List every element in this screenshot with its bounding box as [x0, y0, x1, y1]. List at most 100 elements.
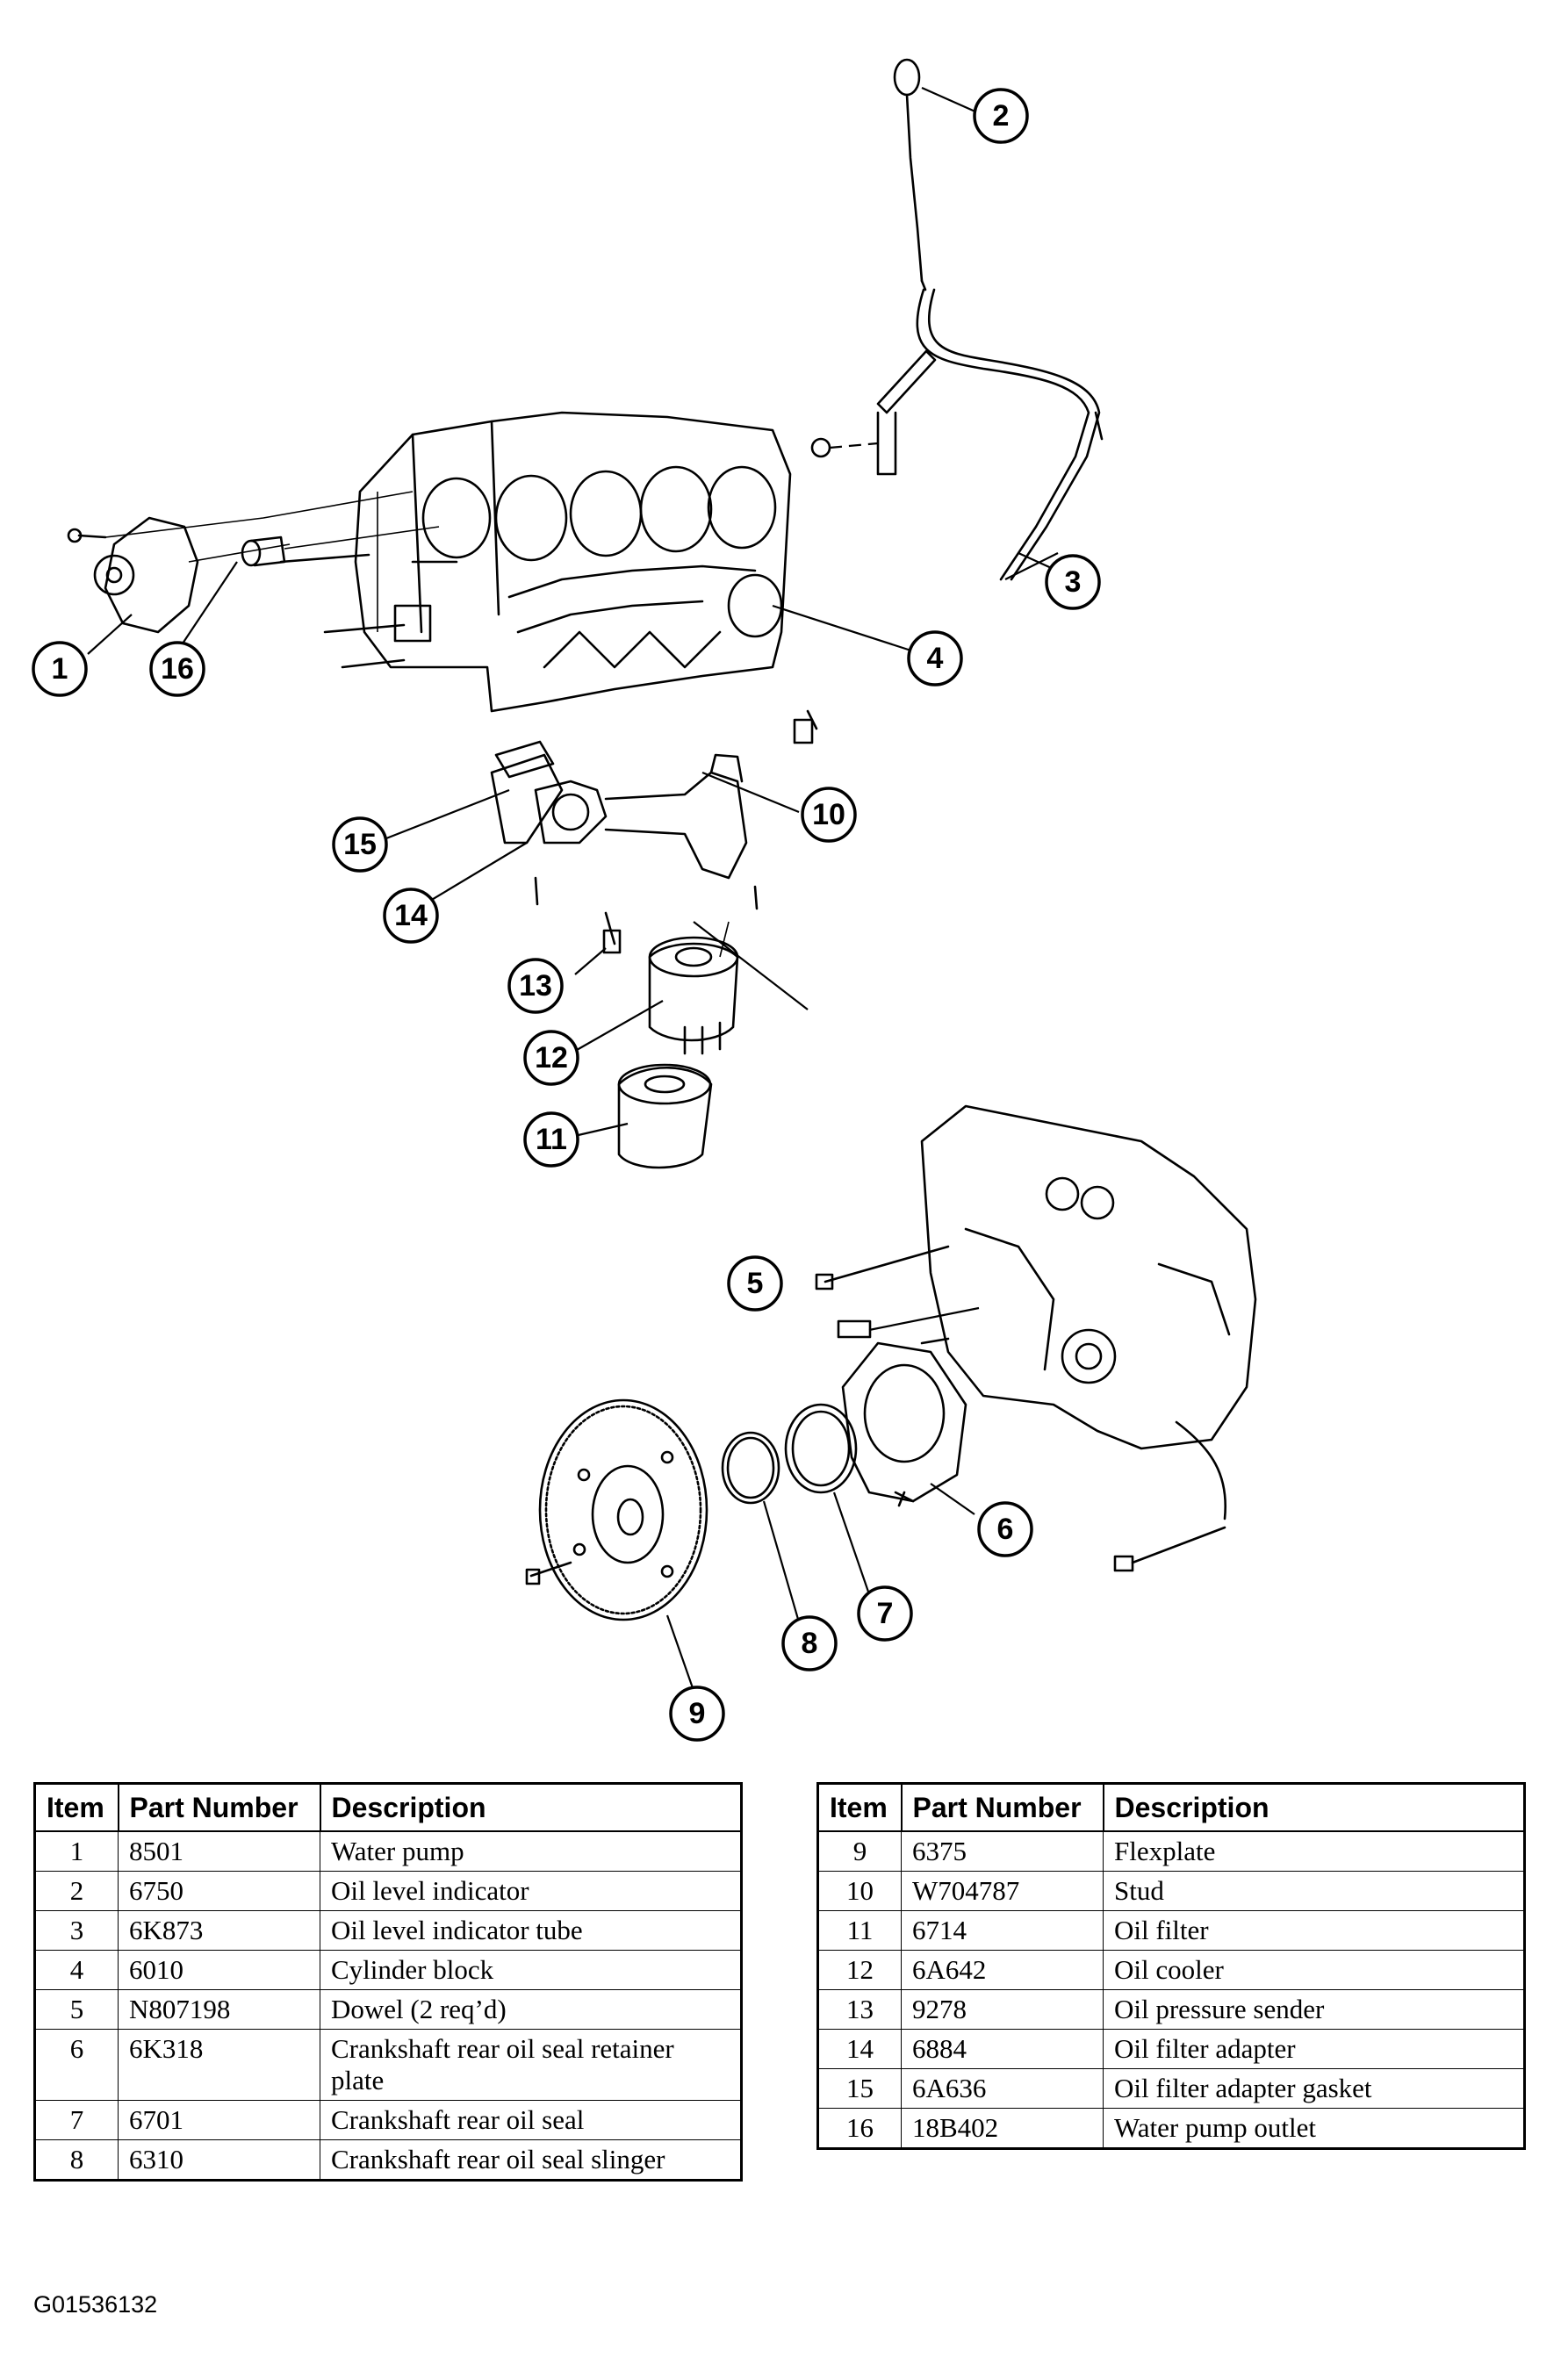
- description-cell: Crankshaft rear oil seal: [320, 2100, 742, 2140]
- svg-text:14: 14: [394, 899, 428, 932]
- description-cell: Dowel (2 req’d): [320, 1989, 742, 2030]
- description-cell: Flexplate: [1103, 1830, 1525, 1872]
- description-cell: Water pump: [320, 1830, 742, 1872]
- part-number-cell: 6750: [118, 1871, 320, 1911]
- svg-text:16: 16: [161, 652, 194, 686]
- header-part-number: Part Number: [900, 1782, 1104, 1832]
- oil-filter-drawing: [617, 1063, 713, 1169]
- svg-text:6: 6: [997, 1513, 1014, 1546]
- rear-oil-seal-retainer-plate-drawing: [841, 1341, 967, 1507]
- description-cell: Crankshaft rear oil seal retainer plate: [320, 2029, 742, 2101]
- svg-text:7: 7: [877, 1597, 894, 1630]
- callout-9: 9: [669, 1686, 725, 1742]
- water-pump-outlet-drawing: [241, 526, 440, 567]
- description-cell: Oil cooler: [1103, 1950, 1525, 1990]
- part-number-cell: N807198: [118, 1989, 320, 2030]
- description-cell: Stud: [1103, 1871, 1525, 1911]
- description-cell: Oil filter: [1103, 1910, 1525, 1951]
- part-number-cell: 6375: [901, 1830, 1104, 1872]
- header-part-number: Part Number: [117, 1782, 321, 1832]
- part-number-cell: 8501: [118, 1830, 320, 1872]
- svg-text:3: 3: [1065, 565, 1082, 599]
- callout-16: 16: [149, 641, 205, 697]
- part-number-cell: 9278: [901, 1989, 1104, 2030]
- svg-text:8: 8: [802, 1627, 818, 1660]
- oil-filter-adapter-gasket-drawing: [494, 740, 555, 779]
- callout-5: 5: [727, 1255, 783, 1312]
- description-cell: Oil pressure sender: [1103, 1989, 1525, 2030]
- svg-text:1: 1: [52, 652, 68, 686]
- callout-7: 7: [857, 1585, 913, 1642]
- item-cell: 8: [34, 2139, 119, 2181]
- description-cell: Oil level indicator: [320, 1871, 742, 1911]
- part-number-cell: 18B402: [901, 2108, 1104, 2149]
- table-header-row: Item Part Number Description: [33, 1782, 743, 1832]
- rear-oil-seal-slinger-drawing: [721, 1431, 780, 1505]
- item-cell: 12: [817, 1950, 902, 1990]
- item-cell: 10: [817, 1871, 902, 1911]
- description-cell: Oil level indicator tube: [320, 1910, 742, 1951]
- part-number-cell: 6A636: [901, 2068, 1104, 2109]
- part-number-cell: 6714: [901, 1910, 1104, 1951]
- item-cell: 15: [817, 2068, 902, 2109]
- oil-level-indicator-drawing: [893, 58, 927, 291]
- part-number-cell: 6K318: [118, 2029, 320, 2101]
- callout-12: 12: [523, 1030, 579, 1086]
- item-cell: 16: [817, 2108, 902, 2149]
- callout-15: 15: [332, 816, 388, 873]
- svg-text:2: 2: [993, 99, 1010, 133]
- description-cell: Cylinder block: [320, 1950, 742, 1990]
- callout-4: 4: [907, 630, 963, 686]
- callout-10: 10: [801, 787, 857, 843]
- block-bolts-drawing: [279, 553, 818, 744]
- item-cell: 9: [817, 1830, 902, 1872]
- oil-level-indicator-tube-drawing: [810, 288, 1104, 581]
- item-cell: 2: [34, 1871, 119, 1911]
- header-description: Description: [319, 1782, 743, 1832]
- svg-text:5: 5: [747, 1267, 764, 1300]
- part-number-cell: 6K873: [118, 1910, 320, 1951]
- callout-2: 2: [973, 88, 1029, 144]
- part-number-cell: 6884: [901, 2029, 1104, 2069]
- item-cell: 6: [34, 2029, 119, 2101]
- svg-text:9: 9: [689, 1697, 706, 1730]
- svg-text:13: 13: [519, 969, 552, 1003]
- item-cell: 5: [34, 1989, 119, 2030]
- part-number-cell: W704787: [901, 1871, 1104, 1911]
- item-cell: 7: [34, 2100, 119, 2140]
- svg-text:11: 11: [536, 1123, 567, 1156]
- part-number-cell: 6310: [118, 2139, 320, 2181]
- svg-text:10: 10: [812, 798, 845, 831]
- water-pump-drawing: [67, 491, 414, 634]
- item-cell: 13: [817, 1989, 902, 2030]
- table-header-row: Item Part Number Description: [816, 1782, 1526, 1832]
- header-item: Item: [816, 1782, 903, 1832]
- part-number-cell: 6A642: [901, 1950, 1104, 1990]
- svg-text:12: 12: [535, 1041, 568, 1075]
- svg-text:15: 15: [343, 828, 377, 861]
- header-item: Item: [33, 1782, 119, 1832]
- svg-text:4: 4: [927, 642, 944, 675]
- description-cell: Oil filter adapter: [1103, 2029, 1525, 2069]
- callout-3: 3: [1045, 554, 1101, 610]
- part-number-cell: 6010: [118, 1950, 320, 1990]
- item-cell: 11: [817, 1910, 902, 1951]
- callout-8: 8: [781, 1615, 838, 1671]
- callout-13: 13: [507, 958, 564, 1014]
- leader-lines: [87, 86, 1068, 1704]
- rear-oil-seal-drawing: [784, 1403, 858, 1494]
- exploded-engine-diagram: 1 2 3 4 5 6 7 8 9 10 11 12 13 14 15 16: [32, 58, 1257, 1742]
- description-cell: Crankshaft rear oil seal slinger: [320, 2139, 742, 2181]
- item-cell: 14: [817, 2029, 902, 2069]
